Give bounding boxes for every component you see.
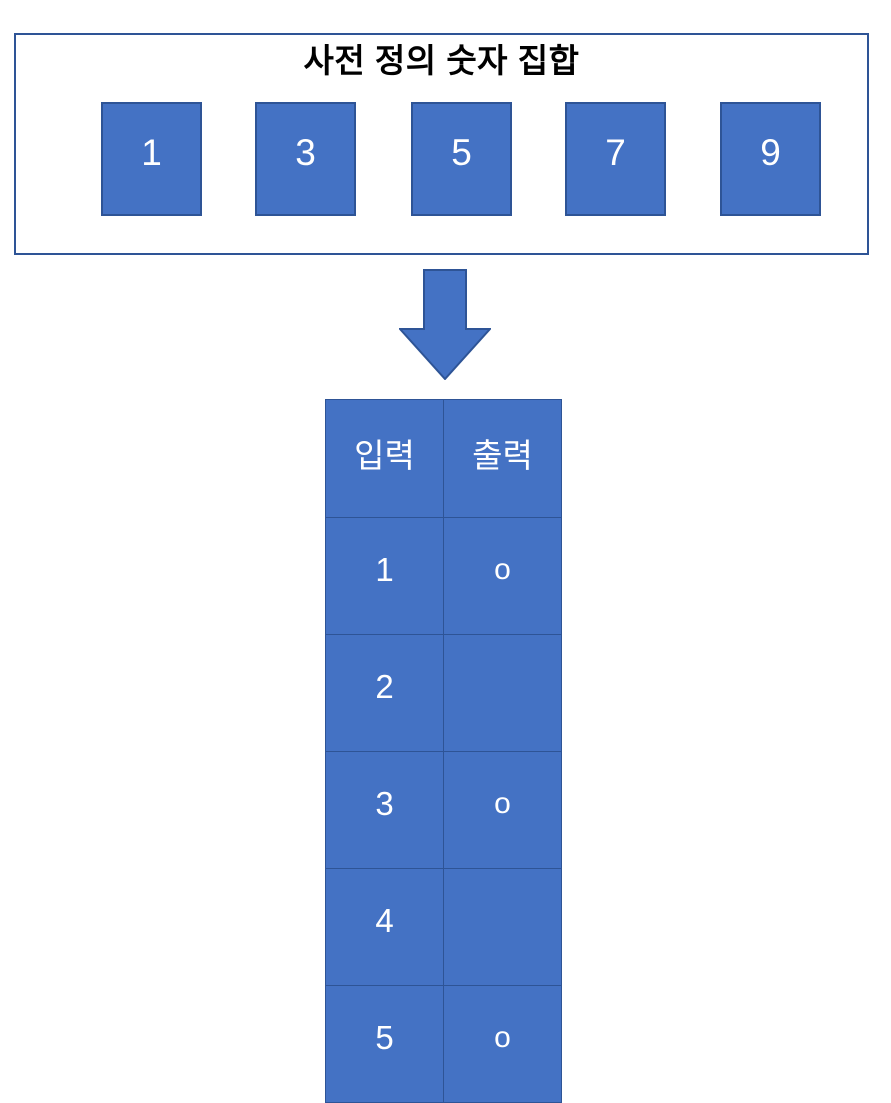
page-title: 사전 정의 숫자 집합: [303, 42, 580, 79]
set-box-label: 7: [605, 131, 626, 173]
table-row: 4: [325, 868, 562, 986]
column-header-input: 입력: [325, 399, 444, 518]
set-box: 1: [101, 102, 202, 216]
table-row: 5 o: [325, 985, 562, 1103]
cell-output: o: [443, 985, 562, 1103]
set-box: 7: [565, 102, 666, 216]
cell-output: o: [443, 751, 562, 869]
set-box: 3: [255, 102, 356, 216]
set-box-row: 1 3 5 7 9: [16, 102, 867, 217]
set-box: 9: [720, 102, 821, 216]
cell-output: [443, 868, 562, 986]
set-box-label: 3: [295, 131, 316, 173]
cell-output: [443, 634, 562, 752]
set-box-label: 1: [141, 131, 162, 173]
cell-output: o: [443, 517, 562, 635]
set-box-label: 5: [451, 131, 472, 173]
table-row: 3 o: [325, 751, 562, 869]
cell-input: 4: [325, 868, 444, 986]
predefined-set-panel: 사전 정의 숫자 집합 1 3 5 7 9: [14, 33, 869, 255]
io-truth-table: 입력 출력 1 o 2 3 o 4 5 o: [325, 399, 562, 1103]
table-row: 1 o: [325, 517, 562, 635]
set-box: 5: [411, 102, 512, 216]
table-header-row: 입력 출력: [325, 399, 562, 518]
set-box-label: 9: [760, 131, 781, 173]
down-arrow-icon: [399, 269, 491, 380]
cell-input: 1: [325, 517, 444, 635]
cell-input: 5: [325, 985, 444, 1103]
cell-input: 3: [325, 751, 444, 869]
column-header-output: 출력: [443, 399, 562, 518]
cell-input: 2: [325, 634, 444, 752]
table-row: 2: [325, 634, 562, 752]
